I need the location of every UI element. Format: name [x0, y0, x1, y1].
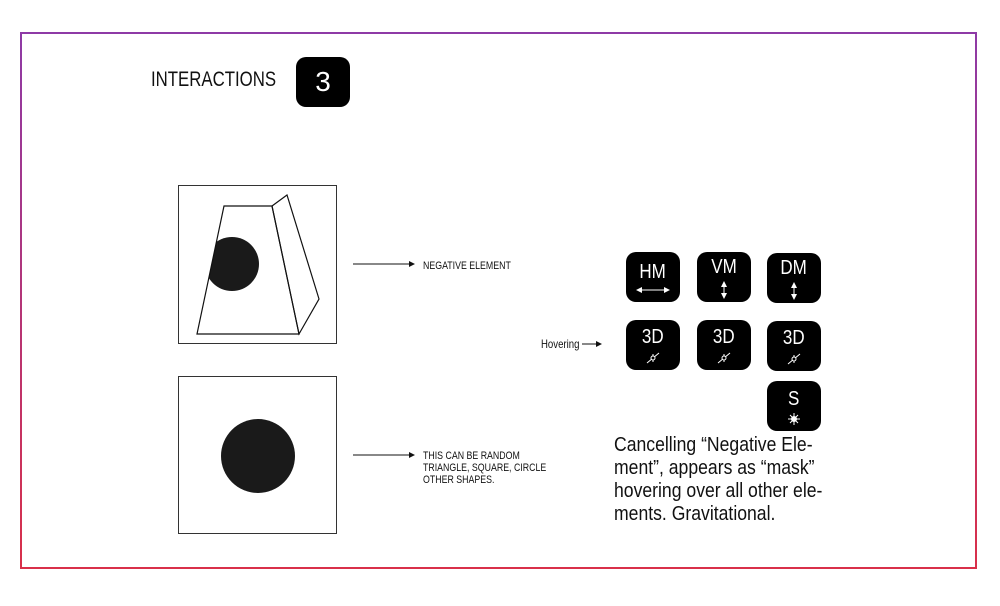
3d-button[interactable]: 3D [697, 320, 751, 370]
vertical-arrow-icon [721, 280, 727, 299]
horizontal-arrow-icon [636, 286, 670, 293]
axis-icon [646, 352, 660, 363]
trapezoid-with-circle-illustration [196, 194, 320, 336]
hovering-label: Hovering [541, 337, 580, 351]
axis-icon [717, 352, 731, 363]
3d-button[interactable]: 3D [626, 320, 680, 370]
vm-button[interactable]: VM [697, 252, 751, 302]
button-label: 3D [783, 326, 805, 349]
arrow-icon [353, 261, 415, 267]
arrow-icon [353, 452, 415, 458]
label-line: TRIANGLE, SQUARE, CIRCLE [423, 462, 547, 474]
vertical-arrow-icon [791, 281, 797, 300]
shape-illustration-box [178, 185, 337, 344]
label-line: OTHER SHAPES. [423, 474, 495, 486]
circle-shape [221, 419, 295, 493]
hm-button[interactable]: HM [626, 252, 680, 302]
button-label: VM [711, 255, 737, 278]
negative-element-label: NEGATIVE ELEMENT [423, 260, 511, 272]
button-label: 3D [642, 325, 664, 348]
arrow-icon [582, 341, 602, 347]
random-shapes-label: THIS CAN BE RANDOM TRIANGLE, SQUARE, CIR… [423, 450, 546, 486]
label-line: THIS CAN BE RANDOM [423, 450, 520, 462]
page-title: INTERACTIONS [151, 68, 277, 91]
step-number-badge: 3 [296, 57, 350, 107]
button-label: HM [639, 260, 667, 283]
s-button[interactable]: S [767, 381, 821, 431]
sun-icon [788, 412, 800, 425]
button-label: 3D [713, 325, 735, 348]
3d-button[interactable]: 3D [767, 321, 821, 371]
button-label: DM [780, 256, 808, 279]
button-label: S [788, 387, 800, 410]
axis-icon [787, 353, 801, 364]
description-text: Cancelling “Negative Ele-ment”, appears … [614, 434, 823, 525]
dm-button[interactable]: DM [767, 253, 821, 303]
circle-illustration-box [178, 376, 337, 534]
